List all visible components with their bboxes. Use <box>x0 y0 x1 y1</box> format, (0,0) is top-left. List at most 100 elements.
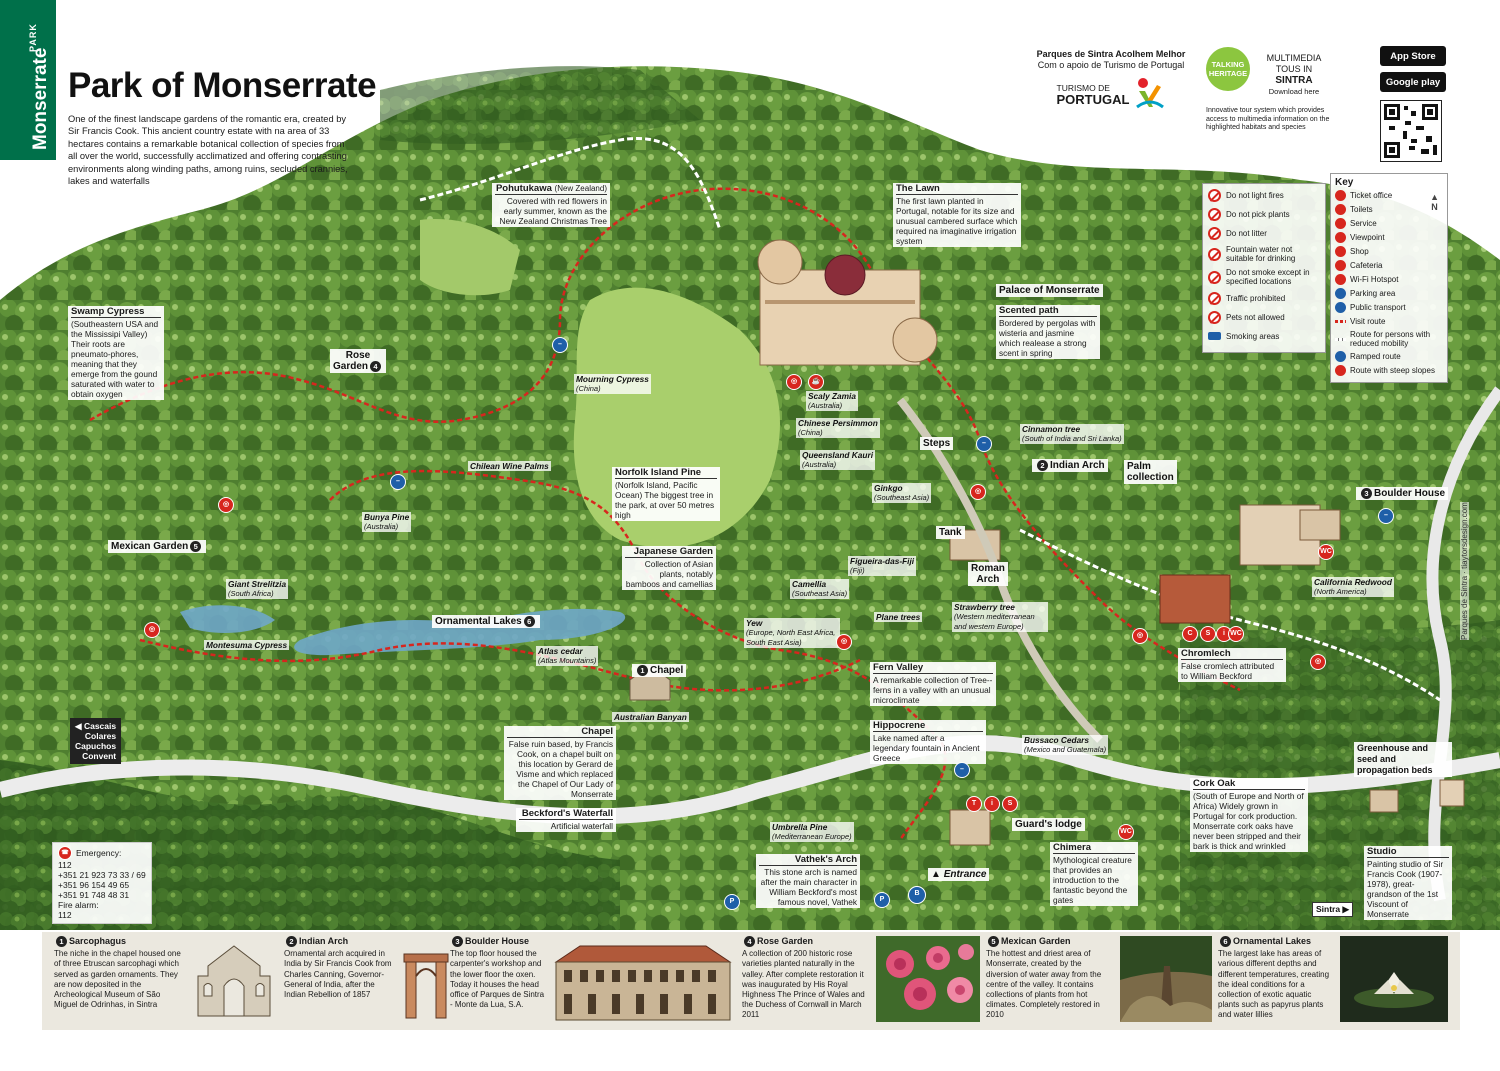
shop-icon[interactable]: S <box>1200 626 1216 642</box>
intro-text: One of the finest landscape gardens of t… <box>68 114 348 187</box>
species-figueira-das-fiji: Figueira-das-Fiji(Fiji) <box>848 556 917 576</box>
viewpoint-icon[interactable]: ◎ <box>786 374 802 390</box>
direction-sign-cascais[interactable]: ◀ Cascais Colares Capuchos Convent <box>70 718 122 764</box>
wc-icon[interactable]: WC <box>1118 824 1134 840</box>
viewpoint-icon[interactable]: ◎ <box>218 497 234 513</box>
mm-line-1: MULTIMEDIA <box>1266 53 1322 63</box>
emergency-number: 112 <box>58 860 72 870</box>
app-store-button[interactable]: App Store <box>1380 46 1446 66</box>
qr-code-icon[interactable] <box>1380 100 1442 162</box>
ramp-icon <box>1335 351 1346 362</box>
talking-heritage-block[interactable]: TALKING HERITAGE MULTIMEDIA TOUS IN SINT… <box>1206 47 1329 133</box>
sponsor-line-2: Com o apoio de Turismo de Portugal <box>1037 60 1185 70</box>
wc-icon[interactable]: WC <box>1228 626 1244 642</box>
water-lily-photo <box>1340 936 1448 1026</box>
service-icon[interactable]: ☕ <box>808 374 824 390</box>
label-the-lawn: The Lawn The first lawn planted in Portu… <box>893 183 1021 247</box>
rule-item: Do not light fires <box>1208 188 1320 202</box>
poi-steps: Steps <box>920 437 954 450</box>
turismo-portugal-logo-icon <box>1135 77 1165 111</box>
bus-icon <box>1335 302 1346 313</box>
poi-guards-lodge: Guard's lodge <box>1012 818 1085 831</box>
label-studio: Studio Painting studio of Sir Francis Co… <box>1364 846 1452 920</box>
rule-item: Do not litter <box>1208 226 1320 240</box>
fire-alarm-number: 112 <box>58 910 72 920</box>
species-bunya-pine: Bunya Pine(Australia) <box>362 512 412 532</box>
map-illustration <box>0 66 1500 930</box>
mm-line-4[interactable]: Download here <box>1268 87 1320 96</box>
poi-entrance[interactable]: ▲ Entrance <box>928 868 990 881</box>
key-item: Visit route <box>1335 316 1443 327</box>
viewpoint-icon[interactable]: ◎ <box>1310 654 1326 670</box>
key-item: Wi-Fi Hotspot <box>1335 274 1443 285</box>
ramp-icon[interactable]: – <box>1378 508 1394 524</box>
label-norfolk-pine: Norfolk Island Pine (Norfolk Island, Pac… <box>612 467 720 521</box>
direction-sign-sintra[interactable]: Sintra ▶ <box>1312 902 1353 917</box>
turismo-portugal-logo-text: TURISMO DE PORTUGAL <box>1056 83 1130 107</box>
key-item: Route with steep slopes <box>1335 365 1443 376</box>
key-item: Public transport <box>1335 302 1443 313</box>
no-traffic-icon <box>1208 291 1221 305</box>
species-montesuma-cypress: Montesuma Cypress <box>204 640 290 650</box>
parking-icon[interactable]: P <box>874 892 890 908</box>
smoking-area-icon <box>1208 332 1221 340</box>
rule-item: Do not smoke except in specified locatio… <box>1208 268 1320 286</box>
species-camellia: Camellia(Southeast Asia) <box>790 579 850 599</box>
ramp-icon[interactable]: – <box>390 474 406 490</box>
ticket-icon[interactable]: T <box>966 796 982 812</box>
google-play-button[interactable]: Google play <box>1380 72 1446 92</box>
species-chilean-wine-palms: Chilean Wine Palms <box>468 461 551 471</box>
number-3-icon: 3 <box>452 936 463 948</box>
number-4-icon: 4 <box>370 361 382 372</box>
wc-icon[interactable]: WC <box>1318 544 1334 560</box>
parking-icon[interactable]: P <box>724 894 740 910</box>
steep-slope-icon <box>1335 365 1346 376</box>
viewpoint-icon <box>1335 232 1346 243</box>
north-label: N <box>1431 202 1438 212</box>
viewpoint-icon[interactable]: ◎ <box>1132 628 1148 644</box>
parking-icon <box>1335 288 1346 299</box>
chapel-ruin-illustration <box>188 936 280 1026</box>
cafeteria-icon[interactable]: C <box>1182 626 1198 642</box>
key-item: Route for persons with reduced mobility <box>1335 330 1443 348</box>
multimedia-label: MULTIMEDIA TOUS IN SINTRA Download here <box>1264 53 1324 97</box>
map-key: Key ▲N Ticket office Toilets Service Vie… <box>1330 173 1448 383</box>
viewpoint-icon[interactable]: ◎ <box>970 484 986 500</box>
ramp-icon[interactable]: – <box>976 436 992 452</box>
species-california-redwood: California Redwood(North America) <box>1312 577 1394 597</box>
no-litter-icon <box>1208 226 1221 240</box>
sponsor-line-1: Parques de Sintra Acolhem Melhor <box>1036 49 1186 59</box>
reduced-mobility-route-icon <box>1335 337 1346 341</box>
park-map: PARK Monserrate Park of Monserrate One o… <box>0 0 1500 930</box>
number-4-icon: 4 <box>744 936 755 948</box>
key-item: Toilets <box>1335 204 1443 215</box>
boulder-house-illustration <box>550 936 736 1026</box>
number-6-icon: 6 <box>1220 936 1231 948</box>
fire-alarm-label: Fire alarm: <box>58 900 99 910</box>
shop-icon[interactable]: S <box>1002 796 1018 812</box>
shop-icon <box>1335 246 1346 257</box>
ramp-icon[interactable]: – <box>954 762 970 778</box>
ramp-icon[interactable]: – <box>552 337 568 353</box>
no-drinking-icon <box>1208 247 1221 261</box>
service-icon[interactable]: i <box>984 796 1000 812</box>
species-strawberry-tree: Strawberry tree(Western mediterranean an… <box>952 602 1048 632</box>
viewpoint-icon[interactable]: ◎ <box>836 634 852 650</box>
bus-icon[interactable]: B <box>908 886 926 904</box>
no-pets-icon <box>1208 310 1221 324</box>
no-smoking-icon <box>1208 270 1221 284</box>
viewpoint-icon[interactable]: ◎ <box>144 622 160 638</box>
species-cinnamon-tree: Cinnamon tree(South of India and Sri Lan… <box>1020 424 1124 444</box>
rule-item: Fountain water not suitable for drinking <box>1208 245 1320 263</box>
label-swamp-cypress: Swamp Cypress (Southeastern USA and the … <box>68 306 164 400</box>
turismo-big: PORTUGAL <box>1056 92 1130 107</box>
